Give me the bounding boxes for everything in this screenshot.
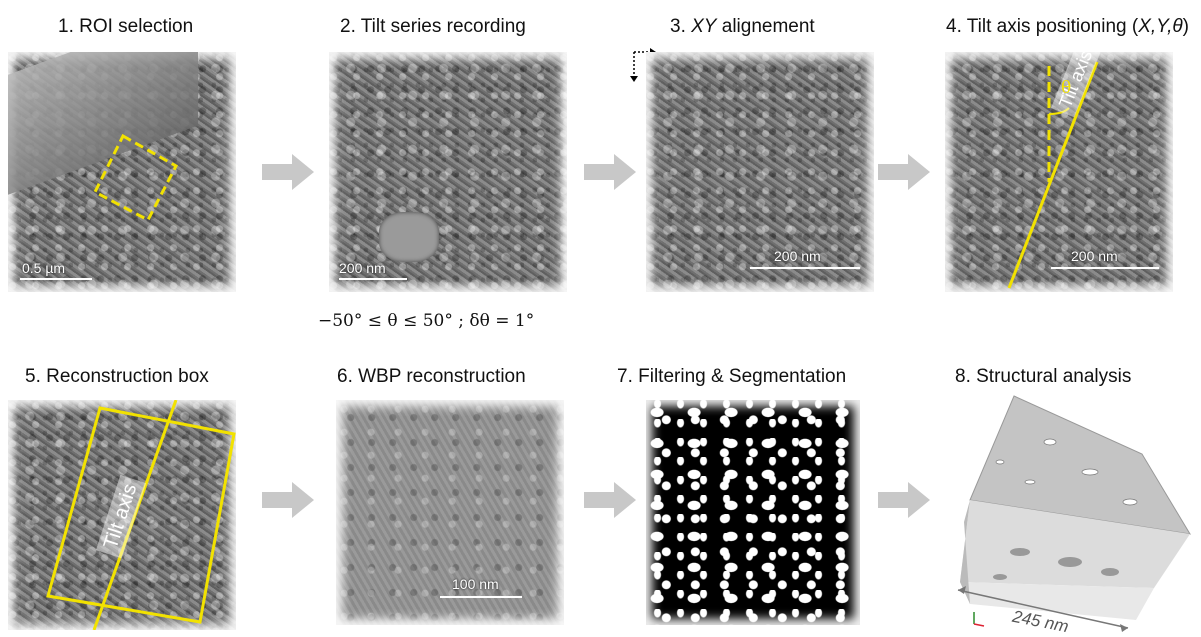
theta-label: θ <box>1061 78 1072 98</box>
tilt-axis-image: Tilt axis θ 200 nm <box>945 52 1173 292</box>
scale-bar-label: 0.5 µm <box>22 260 66 276</box>
arrow-right-icon <box>584 154 636 190</box>
step-7-title: 7. Filtering & Segmentation <box>617 366 847 387</box>
step-1-title: 1. ROI selection <box>58 16 194 37</box>
step-2-title: 2. Tilt series recording <box>340 16 526 37</box>
roi-selection-image: 0.5 µm <box>8 52 236 292</box>
step-8-title: 8. Structural analysis <box>955 366 1132 387</box>
arrow-right-icon <box>878 154 930 190</box>
scale-bar-label: 100 nm <box>452 576 499 592</box>
tilt-range-formula: −50° ≤ θ ≤ 50° ; δθ = 1° <box>318 311 535 331</box>
xy-alignment-image: 200 nm <box>646 52 874 292</box>
reconstruction-box-image: Tilt axis <box>8 400 236 630</box>
arrow-right-icon <box>262 154 314 190</box>
scale-bar-label: 200 nm <box>774 248 821 264</box>
step-3-title: 3. XY alignement <box>670 16 815 37</box>
tilt-series-image: 200 nm <box>329 52 567 292</box>
arrow-right-icon <box>878 482 930 518</box>
scale-bar <box>440 596 522 598</box>
scale-bar <box>20 278 92 280</box>
segmentation-image <box>646 400 860 625</box>
reconstruction-box-overlay <box>46 400 236 630</box>
arrow-right-icon <box>262 482 314 518</box>
scale-bar <box>1051 267 1159 269</box>
scale-bar <box>339 278 407 280</box>
step-5-title: 5. Reconstruction box <box>25 366 209 387</box>
step-6-title: 6. WBP reconstruction <box>337 366 526 387</box>
tilt-axis-overlay <box>1007 61 1099 289</box>
particle-cluster <box>379 212 439 262</box>
scale-bar-label: 200 nm <box>1071 248 1118 264</box>
structural-analysis-volume <box>957 395 1191 632</box>
arrow-right-icon <box>584 482 636 518</box>
scale-bar <box>750 267 860 269</box>
wbp-reconstruction-image: 100 nm <box>336 400 564 625</box>
scale-bar-label: 200 nm <box>339 260 386 276</box>
step-4-title: 4. Tilt axis positioning (X,Y,θ) <box>946 16 1189 37</box>
roi-box <box>93 133 178 223</box>
